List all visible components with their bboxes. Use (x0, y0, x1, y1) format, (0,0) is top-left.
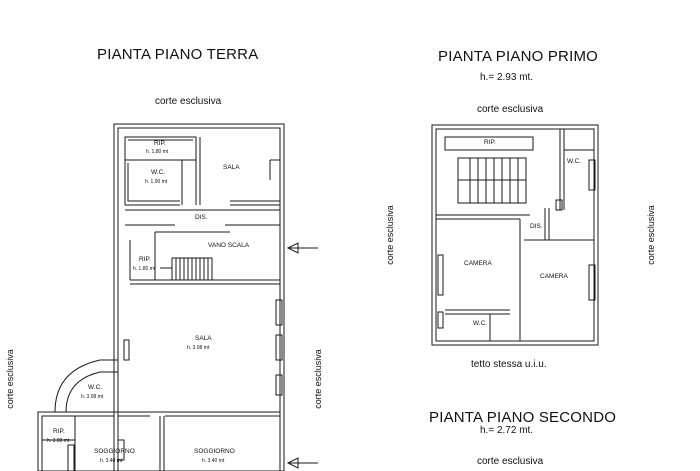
ground-room-rip1-height: h. 1.80 mt (146, 149, 169, 155)
ground-room-rip3: RIP. (53, 428, 65, 435)
ground-room-sala2-height: h. 3.08 mt (187, 345, 210, 351)
ground-room-soggiorno2-height: h. 3.40 mt (202, 458, 225, 464)
ground-court-left-label: corte esclusiva (5, 349, 15, 409)
second-court-top-label: corte esclusiva (477, 456, 544, 467)
first-roof-label: tetto stessa u.i.u. (471, 359, 547, 370)
ground-floor-walls (38, 124, 284, 471)
ground-room-soggiorno1: SOGGIORNO (94, 448, 135, 455)
ground-room-soggiorno1-height: h. 3.40 mt (100, 458, 123, 464)
ground-room-wc2: W.C. (88, 384, 103, 391)
first-room-wc: W.C. (567, 158, 582, 165)
first-room-camera2: CAMERA (540, 273, 568, 280)
ground-room-sala1: SALA (223, 164, 240, 171)
second-floor-title: PIANTA PIANO SECONDO (429, 409, 617, 426)
ground-room-dis: DIS. (195, 214, 208, 221)
ground-entrance-arrows (288, 243, 318, 468)
ground-room-vano-scala: VANO SCALA (208, 242, 250, 249)
first-room-rip: RIP. (484, 139, 496, 146)
first-court-left-label: corte esclusiva (385, 205, 395, 265)
ground-room-soggiorno2: SOGGIORNO (194, 448, 235, 455)
ground-court-right-label: corte esclusiva (313, 349, 323, 409)
first-room-dis: DIS. (530, 223, 543, 230)
ground-room-rip2: RIP. (139, 256, 151, 263)
first-floor-height: h.= 2.93 mt. (480, 72, 534, 83)
ground-room-wc: W.C. (151, 169, 166, 176)
first-room-wc2: W.C. (473, 320, 488, 327)
ground-room-rip1: RIP. (154, 140, 166, 147)
first-floor-walls (432, 125, 598, 345)
ground-floor-title: PIANTA PIANO TERRA (97, 46, 259, 63)
ground-room-wc2-height: h. 3.08 mt (81, 394, 104, 400)
first-court-right-label: corte esclusiva (646, 205, 656, 265)
second-floor-height: h.= 2.72 mt. (480, 425, 534, 436)
first-room-camera1: CAMERA (464, 260, 492, 267)
first-floor-title: PIANTA PIANO PRIMO (438, 48, 599, 65)
ground-room-rip2-height: h. 1.80 mt (133, 266, 156, 272)
ground-court-top-label: corte esclusiva (155, 96, 222, 107)
ground-room-wc-height: h. 1.90 mt (145, 179, 168, 185)
ground-room-sala2: SALA (195, 335, 212, 342)
first-court-top-label: corte esclusiva (477, 104, 544, 115)
ground-room-rip3-height: h. 3.08 mt (47, 438, 70, 444)
